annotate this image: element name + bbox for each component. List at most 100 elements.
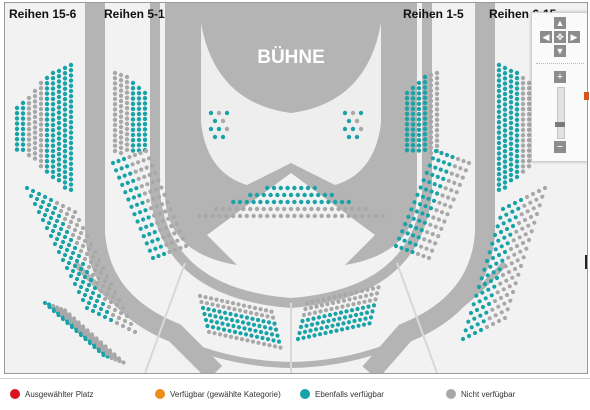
seat[interactable] — [197, 293, 203, 299]
seat[interactable] — [129, 204, 134, 209]
seat[interactable] — [235, 319, 240, 324]
seat[interactable] — [271, 213, 277, 219]
seat[interactable] — [425, 230, 430, 235]
seat[interactable] — [133, 169, 138, 174]
seat[interactable] — [496, 130, 502, 135]
seat[interactable] — [416, 122, 422, 127]
seat[interactable] — [514, 122, 520, 128]
seat[interactable] — [514, 96, 520, 102]
seat[interactable] — [38, 117, 44, 122]
seat[interactable] — [428, 104, 434, 109]
seat[interactable] — [506, 269, 512, 275]
seat[interactable] — [139, 167, 144, 172]
seat-map-canvas[interactable]: BÜHNE — [5, 3, 587, 373]
seat[interactable] — [514, 143, 520, 148]
seat[interactable] — [342, 315, 348, 320]
seat[interactable] — [124, 121, 130, 127]
seat[interactable] — [315, 321, 320, 326]
seat[interactable] — [68, 99, 74, 104]
seat[interactable] — [488, 264, 493, 269]
seat[interactable] — [124, 106, 130, 111]
seat[interactable] — [134, 186, 139, 191]
seat[interactable] — [254, 206, 260, 212]
seat[interactable] — [118, 104, 124, 109]
seat[interactable] — [90, 254, 96, 260]
seat[interactable] — [514, 133, 520, 138]
seat[interactable] — [347, 297, 352, 302]
seat[interactable] — [82, 238, 88, 244]
seat[interactable] — [66, 224, 72, 230]
seat[interactable] — [231, 323, 236, 329]
seat[interactable] — [413, 242, 418, 247]
seat[interactable] — [276, 339, 282, 344]
seat[interactable] — [435, 191, 440, 196]
seat[interactable] — [112, 102, 118, 107]
seat[interactable] — [433, 165, 438, 170]
seat[interactable] — [466, 319, 471, 324]
seat[interactable] — [212, 331, 217, 336]
seat[interactable] — [534, 197, 539, 202]
seat[interactable] — [62, 175, 68, 180]
seat[interactable] — [32, 151, 38, 156]
seat[interactable] — [404, 90, 410, 96]
seat[interactable] — [92, 267, 98, 273]
seat[interactable] — [299, 213, 304, 219]
seat[interactable] — [124, 313, 130, 319]
seat[interactable] — [54, 200, 60, 206]
seat[interactable] — [441, 160, 446, 165]
seat[interactable] — [496, 88, 502, 94]
seat[interactable] — [36, 191, 42, 197]
seat[interactable] — [424, 187, 429, 192]
seat[interactable] — [254, 334, 260, 339]
seat[interactable] — [428, 124, 434, 130]
seat[interactable] — [496, 68, 502, 73]
seat[interactable] — [251, 213, 256, 219]
seat[interactable] — [416, 106, 422, 112]
seat[interactable] — [433, 148, 439, 154]
seat[interactable] — [209, 319, 214, 324]
seat[interactable] — [217, 213, 222, 219]
seat[interactable] — [304, 323, 309, 328]
seat[interactable] — [62, 117, 68, 123]
seat[interactable] — [112, 96, 118, 102]
seat[interactable] — [461, 158, 466, 164]
seat[interactable] — [416, 91, 422, 96]
seat[interactable] — [526, 132, 532, 138]
seat[interactable] — [142, 127, 148, 132]
seat[interactable] — [254, 311, 259, 317]
seat[interactable] — [256, 340, 261, 345]
seat[interactable] — [502, 97, 508, 102]
seat[interactable] — [32, 135, 38, 140]
seat[interactable] — [502, 235, 507, 240]
seat[interactable] — [94, 336, 99, 341]
seat[interactable] — [367, 321, 372, 326]
seat[interactable] — [145, 198, 151, 203]
seat[interactable] — [516, 272, 521, 277]
seat[interactable] — [136, 122, 142, 127]
seat[interactable] — [38, 106, 44, 112]
seat[interactable] — [175, 238, 180, 243]
seat[interactable] — [486, 301, 492, 307]
seat[interactable] — [114, 302, 120, 308]
seat[interactable] — [255, 317, 261, 323]
seat[interactable] — [220, 118, 226, 124]
seat[interactable] — [131, 195, 136, 200]
seat[interactable] — [76, 217, 82, 223]
seat[interactable] — [502, 169, 508, 175]
seat[interactable] — [325, 302, 330, 307]
seat[interactable] — [502, 185, 508, 190]
seat[interactable] — [328, 329, 334, 334]
seat[interactable] — [502, 149, 508, 154]
seat[interactable] — [261, 319, 266, 324]
seat[interactable] — [352, 296, 358, 301]
seat[interactable] — [502, 107, 508, 112]
seat[interactable] — [136, 96, 142, 101]
seat[interactable] — [108, 299, 114, 305]
seat[interactable] — [70, 214, 76, 220]
seat[interactable] — [56, 110, 62, 115]
seat[interactable] — [369, 292, 374, 297]
seat[interactable] — [237, 213, 243, 219]
seat[interactable] — [404, 137, 410, 142]
seat[interactable] — [537, 203, 542, 208]
seat[interactable] — [219, 298, 225, 303]
